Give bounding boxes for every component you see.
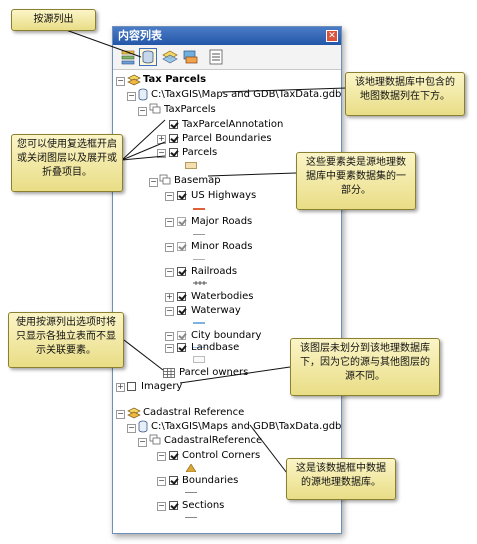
expand-toggle[interactable]: − bbox=[157, 501, 166, 511]
toc-tree: − Tax Parcels − C:\TaxGIS\Maps and GDB\T… bbox=[113, 70, 341, 533]
layer-checkbox[interactable] bbox=[177, 343, 186, 352]
data-frame-icon bbox=[127, 74, 141, 86]
expand-toggle[interactable]: − bbox=[149, 177, 158, 187]
major-roads-symbol bbox=[193, 234, 205, 235]
layer-checkbox[interactable] bbox=[127, 382, 136, 391]
layer-checkbox[interactable] bbox=[177, 267, 186, 276]
list-by-source-button[interactable] bbox=[139, 48, 157, 66]
feature-dataset-icon bbox=[149, 434, 161, 445]
callout-checkbox-note: 您可以使用复选框开启或关闭图层以及展开或折叠项目。 bbox=[11, 134, 123, 192]
expand-toggle[interactable]: − bbox=[157, 476, 166, 486]
callout-dataset-note: 这些要素类是源地理数据库中要素数据集的一部分。 bbox=[296, 152, 416, 210]
list-by-selection-button[interactable] bbox=[181, 48, 199, 66]
boundaries-symbol bbox=[185, 492, 197, 493]
layer-checkbox[interactable] bbox=[169, 451, 178, 460]
expand-toggle[interactable]: − bbox=[165, 331, 174, 341]
feature-dataset-icon bbox=[159, 174, 171, 185]
expand-toggle[interactable]: + bbox=[116, 382, 125, 392]
expand-toggle[interactable]: − bbox=[127, 91, 136, 101]
expand-toggle[interactable]: − bbox=[165, 306, 174, 316]
minor-roads-symbol bbox=[193, 259, 205, 260]
city-boundary-symbol bbox=[193, 347, 205, 348]
expand-toggle[interactable]: − bbox=[165, 217, 174, 227]
window-title: 内容列表 bbox=[118, 29, 162, 42]
expand-toggle[interactable]: − bbox=[165, 242, 174, 252]
toc-toolbar bbox=[113, 45, 341, 70]
layer-checkbox[interactable] bbox=[177, 331, 186, 340]
expand-toggle[interactable]: + bbox=[165, 292, 174, 302]
layer-checkbox[interactable] bbox=[169, 134, 178, 143]
callout-table-note: 使用按源列出选项时将只显示各独立表而不显示关联要素。 bbox=[8, 312, 124, 368]
expand-toggle[interactable]: − bbox=[157, 148, 166, 158]
database-icon bbox=[138, 420, 148, 433]
layer-checkbox[interactable] bbox=[177, 292, 186, 301]
layer-checkbox[interactable] bbox=[177, 306, 186, 315]
expand-toggle[interactable]: − bbox=[165, 191, 174, 201]
expand-toggle[interactable]: − bbox=[127, 423, 136, 433]
callout-list-by-source: 按源列出 bbox=[11, 9, 96, 31]
expand-toggle[interactable]: − bbox=[138, 437, 147, 447]
control-corners-symbol bbox=[186, 464, 196, 472]
layer-checkbox[interactable] bbox=[169, 501, 178, 510]
us-highways-symbol bbox=[193, 208, 205, 210]
list-by-selection-icon bbox=[183, 50, 198, 64]
list-by-visibility-icon bbox=[162, 50, 178, 64]
layer-checkbox[interactable] bbox=[169, 476, 178, 485]
callout-imagery-note: 该图层未划分到该地理数据库下，因为它的源与其他图层的源不同。 bbox=[290, 338, 440, 396]
data-frame-icon bbox=[127, 407, 141, 419]
expand-toggle[interactable]: − bbox=[116, 409, 125, 419]
waterway-symbol bbox=[193, 322, 205, 324]
expand-toggle[interactable]: − bbox=[157, 451, 166, 461]
list-by-visibility-button[interactable] bbox=[161, 48, 179, 66]
layer-checkbox[interactable] bbox=[177, 242, 186, 251]
callout-cadastral-note: 这是该数据框中数据的源地理数据库。 bbox=[286, 458, 396, 500]
options-button[interactable] bbox=[207, 48, 225, 66]
landbase-symbol bbox=[193, 356, 205, 363]
expand-toggle[interactable]: − bbox=[165, 267, 174, 277]
options-icon bbox=[209, 49, 223, 65]
layer-checkbox[interactable] bbox=[169, 120, 178, 129]
layer-checkbox[interactable] bbox=[177, 217, 186, 226]
window-titlebar: 内容列表 ✕ bbox=[113, 27, 341, 45]
expand-toggle[interactable]: − bbox=[116, 76, 125, 86]
parcels-symbol bbox=[185, 162, 197, 169]
layer-checkbox[interactable] bbox=[169, 148, 178, 157]
table-icon bbox=[163, 368, 175, 378]
database-icon bbox=[138, 88, 148, 101]
expand-toggle[interactable]: − bbox=[165, 343, 174, 353]
table-of-contents-window: 内容列表 ✕ bbox=[112, 26, 342, 534]
railroads-symbol bbox=[193, 281, 207, 285]
list-by-source-icon bbox=[142, 50, 154, 64]
sections-symbol bbox=[185, 517, 197, 518]
expand-toggle[interactable]: − bbox=[138, 106, 147, 116]
callout-gdb-note: 该地理数据库中包含的地图数据列在下方。 bbox=[345, 72, 465, 116]
close-button[interactable]: ✕ bbox=[326, 30, 338, 42]
layer-checkbox[interactable] bbox=[177, 191, 186, 200]
feature-dataset-icon bbox=[149, 103, 161, 114]
